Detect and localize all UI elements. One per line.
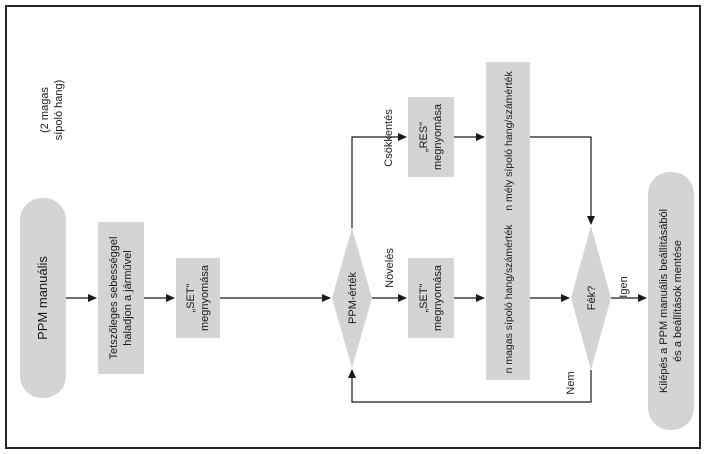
arrow-low-beep-to-brake bbox=[530, 136, 595, 225]
edge-label-decrease: Csökkentés bbox=[383, 109, 395, 167]
end-terminal bbox=[648, 172, 694, 430]
high-beep-box bbox=[486, 218, 530, 380]
set-press-2-line-2: megnyomása bbox=[432, 264, 444, 331]
res-press-box bbox=[408, 97, 454, 177]
set-press-1-line-1: „SET" bbox=[185, 283, 197, 312]
set-press-1-line-2: megnyomása bbox=[199, 264, 211, 331]
end-line-2: és a beállítások mentése bbox=[672, 240, 684, 362]
low-beep-box bbox=[486, 62, 530, 220]
start-label: PPM manuális bbox=[35, 256, 50, 340]
set-press-box-1 bbox=[176, 258, 220, 338]
note-line-1: (2 magas bbox=[39, 87, 51, 133]
outer-frame bbox=[5, 5, 701, 449]
start-terminal bbox=[20, 198, 66, 398]
drive-line-1: Tetszőleges sebességgel bbox=[108, 237, 120, 360]
note-label: (2 magas sípoló hang) bbox=[39, 80, 65, 141]
note-line-2: sípoló hang) bbox=[53, 80, 65, 141]
drive-box bbox=[98, 222, 144, 374]
set-press-2-line-1: „SET" bbox=[418, 283, 430, 312]
brake-decision-label: Fék? bbox=[586, 286, 598, 310]
edge-label-increase: Növelés bbox=[384, 248, 396, 288]
end-line-1: Kilépés a PPM manuális beállításából bbox=[658, 209, 670, 393]
edge-label-no: Nem bbox=[565, 371, 577, 394]
ppm-decision-label: PPM-érték bbox=[347, 272, 359, 324]
res-press-line-2: megnyomása bbox=[432, 103, 444, 170]
edge-label-yes: Igen bbox=[618, 276, 630, 297]
drive-line-2: haladjon a járművel bbox=[122, 250, 134, 345]
high-beep-label: n magas sípoló hang/számérték bbox=[503, 224, 515, 374]
set-press-box-2 bbox=[408, 258, 454, 338]
arrow-ppm-decrease bbox=[351, 133, 407, 228]
low-beep-label: n mély sípoló hang/számérték bbox=[503, 71, 515, 211]
res-press-line-1: „RES" bbox=[418, 122, 430, 152]
brake-decision-diamond bbox=[571, 226, 611, 370]
ppm-decision-diamond bbox=[332, 228, 372, 368]
arrow-brake-no-loop bbox=[348, 369, 592, 403]
